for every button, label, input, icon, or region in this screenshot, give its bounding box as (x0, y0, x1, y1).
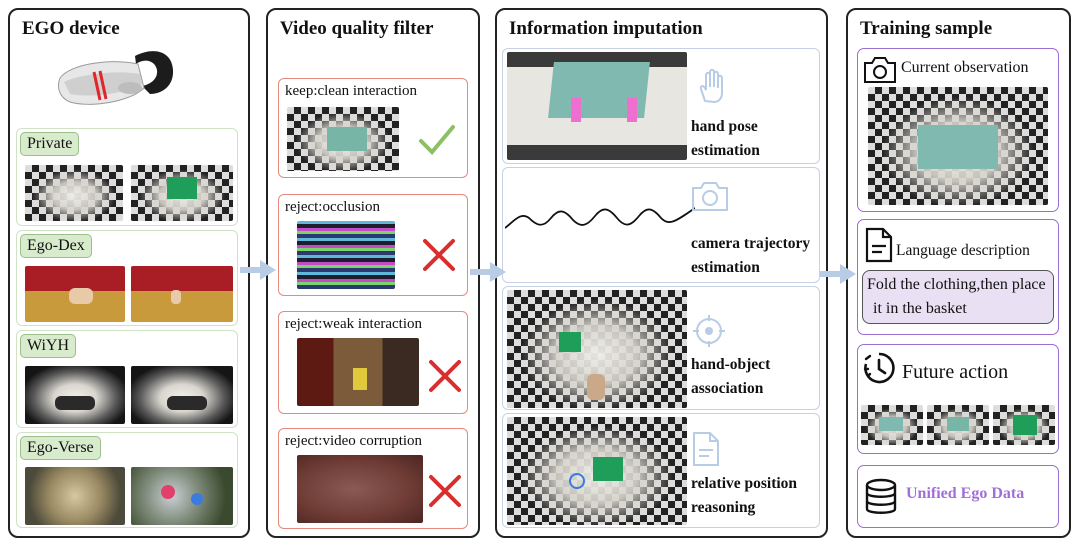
trajectory-curve (505, 207, 695, 229)
target-icon (693, 315, 725, 347)
panel-title: EGO device (22, 18, 120, 39)
filter-label: reject:weak interaction (285, 316, 423, 332)
filter-label: reject:video corruption (285, 433, 423, 449)
camera-icon (864, 57, 896, 83)
frame-thumbnail (25, 266, 125, 322)
imputation-label: hand pose estimation (691, 118, 760, 159)
panel-title: Information imputation (509, 18, 703, 39)
frame-thumbnail (131, 165, 233, 221)
source-label: Private (20, 132, 80, 156)
instruction-box: Fold the clothing,then place it in the b… (862, 270, 1054, 324)
arrow-icon (470, 262, 506, 282)
frame-thumbnail (131, 366, 233, 424)
imputation-hand-object: hand-object association (502, 286, 820, 410)
filter-keep-clean: keep:clean interaction (278, 78, 468, 178)
imputation-label: relative position reasoning (691, 475, 798, 516)
frame-thumbnail (993, 405, 1055, 445)
source-ego-dex: Ego-Dex (16, 230, 238, 326)
database-icon (865, 478, 897, 514)
filter-reject-occlusion: reject:occlusion (278, 194, 468, 296)
future-action-label: Future action (902, 361, 1009, 383)
imputation-label: hand-object association (691, 356, 771, 397)
panel-title: Video quality filter (280, 18, 434, 39)
instruction-text: Fold the clothing,then place (867, 276, 1046, 293)
filter-label: keep:clean interaction (285, 83, 418, 99)
frame-thumbnail (507, 290, 687, 408)
camera-icon (692, 182, 728, 211)
source-label: WiYH (20, 334, 77, 358)
frame-thumbnail (861, 405, 923, 445)
future-action-box: Future action (857, 344, 1059, 454)
frame-thumbnail (927, 405, 989, 445)
frame-thumbnail (131, 266, 233, 322)
imputation-camera-trajectory: camera trajectory estimation (502, 167, 820, 283)
frame-thumbnail (287, 107, 399, 171)
language-description-label: Language description (896, 242, 1030, 259)
frame-thumbnail (131, 467, 233, 525)
vr-headset-icon (57, 51, 174, 105)
frame-thumbnail (25, 165, 123, 221)
unified-ego-data-label: Unified Ego Data (906, 485, 1025, 502)
check-icon (419, 125, 455, 155)
panel-title: Training sample (860, 18, 993, 39)
document-icon (865, 227, 893, 263)
timer-icon (863, 352, 895, 384)
frame-thumbnail (25, 366, 125, 424)
imputation-relative-position: relative position reasoning (502, 413, 820, 528)
filter-reject-weak-interaction: reject:weak interaction (278, 311, 468, 414)
frame-thumbnail (297, 455, 423, 523)
frame-thumbnail (297, 221, 395, 289)
source-ego-verse: Ego-Verse (16, 432, 238, 528)
source-private: Private (16, 128, 238, 226)
filter-label: reject:occlusion (285, 199, 380, 215)
document-icon (693, 432, 719, 466)
source-label: Ego-Verse (20, 436, 101, 460)
arrow-icon (240, 260, 276, 280)
current-observation-box: Current observation (857, 48, 1059, 212)
arrow-icon (820, 264, 856, 284)
unified-ego-data-box: Unified Ego Data (857, 465, 1059, 528)
x-icon (423, 239, 455, 271)
hand-icon (699, 68, 723, 104)
current-observation-label: Current observation (901, 59, 1029, 76)
imputation-hand-pose: hand pose estimation (502, 48, 820, 164)
source-label: Ego-Dex (20, 234, 92, 258)
source-wiyh: WiYH (16, 330, 238, 428)
frame-thumbnail (868, 87, 1048, 205)
x-icon (429, 360, 461, 392)
filter-reject-corruption: reject:video corruption (278, 428, 468, 529)
language-description-box: Language description Fold the clothing,t… (857, 219, 1059, 335)
frame-thumbnail (507, 417, 687, 525)
imputation-label: camera trajectory estimation (691, 235, 811, 276)
frame-thumbnail (297, 338, 419, 406)
frame-thumbnail (507, 52, 687, 160)
x-icon (429, 475, 461, 507)
instruction-text: it in the basket (873, 300, 967, 317)
frame-thumbnail (25, 467, 125, 525)
